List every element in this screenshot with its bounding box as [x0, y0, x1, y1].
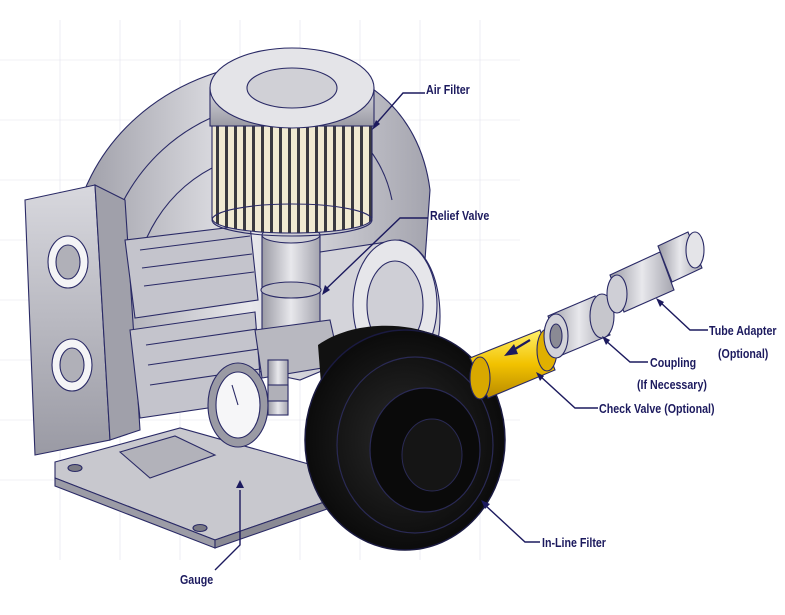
pressure-gauge — [207, 362, 289, 448]
label-tube-adapter: Tube Adapter — [709, 323, 777, 338]
leader-lines — [214, 92, 708, 571]
label-air-filter: Air Filter — [426, 82, 470, 97]
in-line-filter — [304, 325, 506, 551]
label-tube-adapter-optional: (Optional) — [718, 346, 769, 361]
label-coupling-note: (If Necessary) — [637, 377, 707, 392]
label-check-valve: Check Valve (Optional) — [599, 401, 715, 416]
label-coupling: Coupling — [650, 355, 697, 370]
air-filter — [209, 47, 375, 237]
label-in-line-filter: In-Line Filter — [542, 535, 606, 550]
coupling — [543, 293, 615, 359]
tube-adapter — [606, 231, 705, 314]
intake-tube — [254, 226, 341, 416]
label-gauge: Gauge — [180, 572, 214, 587]
mounting-base — [54, 427, 331, 549]
label-relief-valve: Relief Valve — [430, 208, 490, 223]
